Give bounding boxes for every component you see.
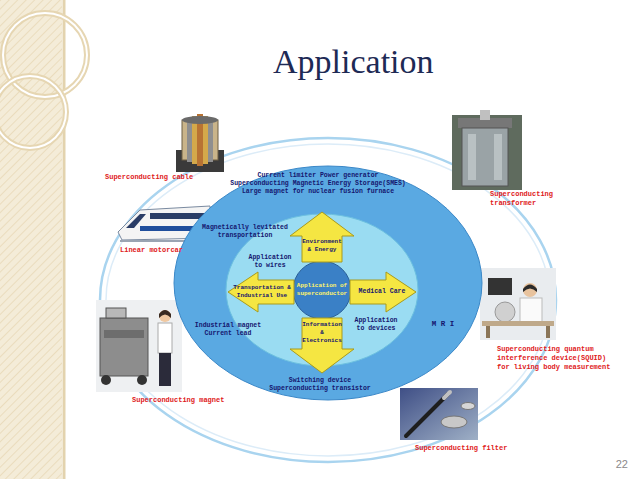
ring-label: Application to devices: [350, 317, 402, 333]
arrow-shape: Medical Care: [350, 272, 416, 312]
transformer-photo: [452, 110, 522, 190]
arrow-label: Environment & Energy: [300, 238, 344, 254]
arrow-label: Information & Electronics: [300, 321, 344, 345]
side-rule: [63, 0, 66, 479]
arrow-shape: Transportation & Industrial Use: [228, 272, 294, 312]
arrow-shape-fill: [228, 272, 294, 312]
photo-label: Superconducting quantum interference dev…: [497, 345, 617, 372]
arrow-shape-outline: [290, 212, 354, 262]
deco-ring: [0, 76, 66, 148]
application-text: Industrial magnet Current lead: [191, 322, 265, 338]
deco-ring: [3, 13, 87, 97]
center-circle: Application of superconductor: [292, 260, 352, 320]
slide-title: Application: [273, 42, 434, 82]
arrow-shape-fill: [290, 212, 354, 262]
squid-photo: [480, 268, 556, 340]
arrow-label: Transportation & Industrial Use: [232, 284, 292, 300]
cable-photo: [176, 114, 224, 172]
deco-ring: [3, 13, 87, 97]
photo-label: Superconducting cable: [105, 173, 205, 182]
page-number: 22: [604, 458, 628, 471]
photo-label: Superconducting transformer: [490, 190, 562, 208]
arrow-shape: Environment & Energy: [290, 212, 354, 262]
energy-ellipse: Current limiter Power generator Supercon…: [173, 165, 483, 401]
application-text: Switching device Superconducting transis…: [262, 377, 378, 393]
deco-ring: [0, 76, 66, 148]
photo-label: Superconducting filter: [415, 444, 515, 453]
arrow-shape-fill: [290, 318, 354, 373]
center-circle-fill: [293, 261, 351, 319]
center-label: Application of superconductor: [296, 282, 348, 298]
ring-label: Application to wires: [244, 254, 296, 270]
arrow-shape-fill: [350, 272, 416, 312]
application-text: Current limiter Power generator Supercon…: [229, 172, 407, 196]
application-text: M R I: [426, 320, 460, 329]
filter-photo: [400, 388, 478, 440]
arrow-label: Medical Care: [354, 288, 410, 296]
magnet-photo: [96, 300, 182, 392]
energy-ellipse-fill: [174, 166, 482, 400]
photo-label: Linear motorcar: [120, 246, 200, 255]
arrow-shape: Information & Electronics: [290, 318, 354, 373]
application-text: Magnetically levitated transportation: [199, 224, 291, 240]
photo-label: Superconducting magnet: [132, 396, 232, 405]
